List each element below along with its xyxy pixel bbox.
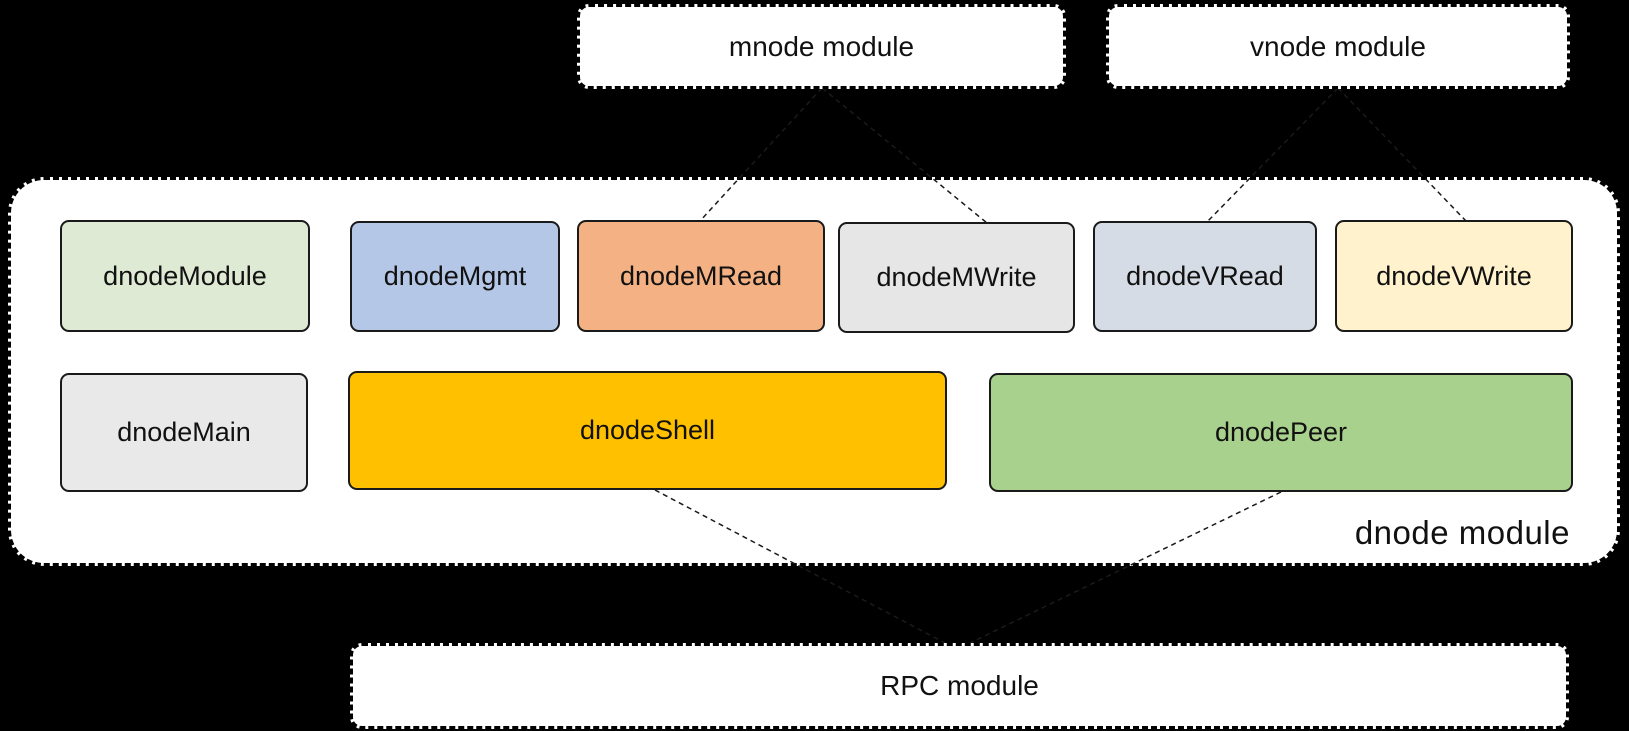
dnode-module-label: dnode module: [1354, 514, 1570, 551]
dnodeMain-box: dnodeMain: [60, 373, 308, 492]
dnodeVRead-box: dnodeVRead: [1093, 221, 1317, 332]
dnodeVWrite-box: dnodeVWrite: [1335, 220, 1573, 332]
dnodeMgmt-box: dnodeMgmt: [350, 221, 560, 332]
dnodeModule-box: dnodeModule: [60, 220, 310, 332]
dnodeShell-box: dnodeShell: [348, 371, 947, 490]
rpc-module-box: RPC module: [350, 643, 1569, 729]
vnode-module-box: vnode module: [1106, 4, 1570, 89]
dnodePeer-box: dnodePeer: [989, 373, 1573, 492]
dnodeMRead-box: dnodeMRead: [577, 220, 825, 332]
mnode-module-box: mnode module: [577, 4, 1066, 89]
dnodeMWrite-box: dnodeMWrite: [838, 222, 1075, 333]
